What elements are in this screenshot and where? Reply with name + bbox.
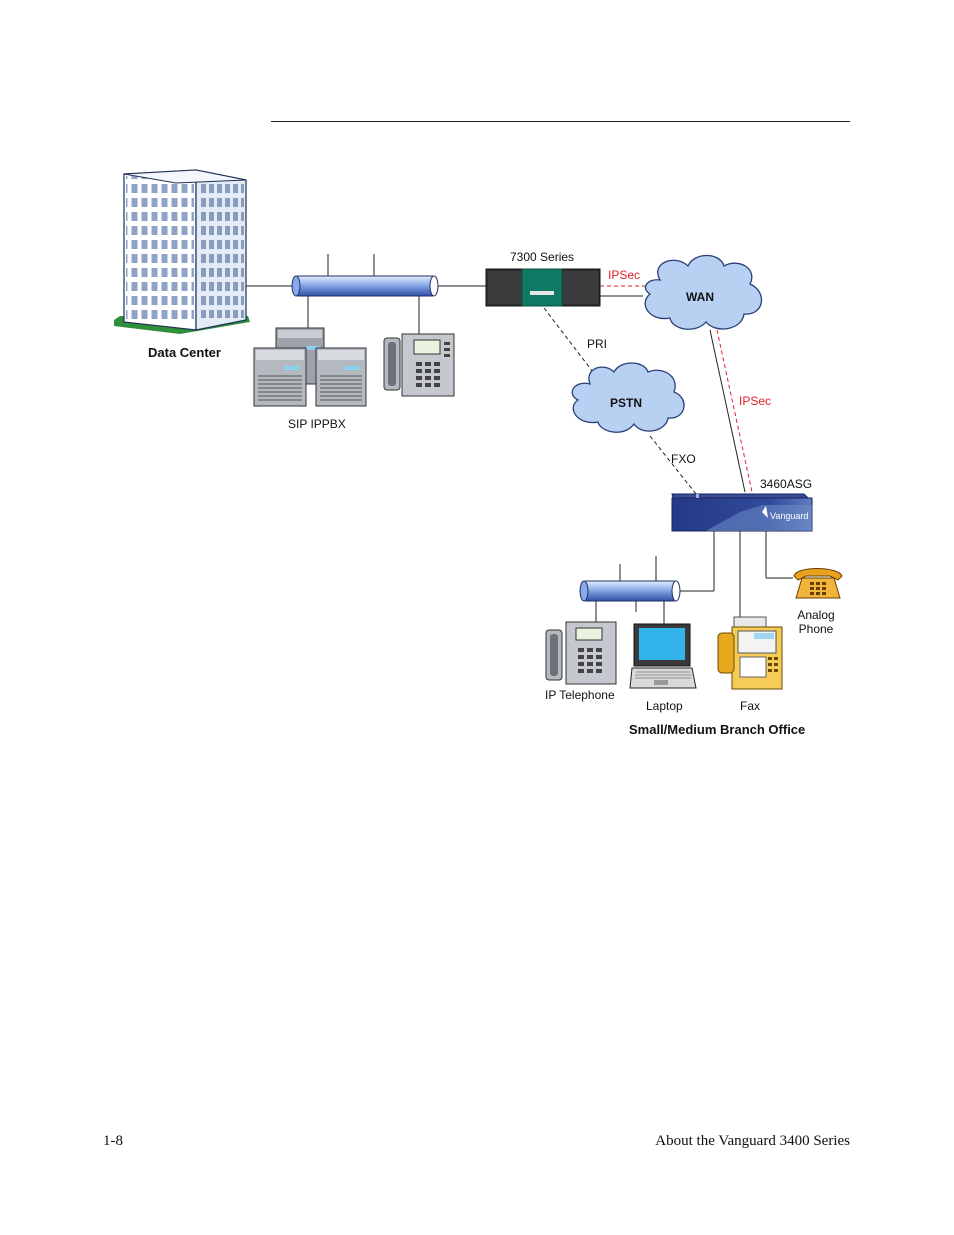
pstn-label: PSTN — [610, 396, 643, 410]
ipsec-tunnels — [600, 285, 753, 493]
footer-title: About the Vanguard 3400 Series — [655, 1133, 850, 1149]
fax-label: Fax — [740, 699, 761, 713]
header-rule — [271, 121, 850, 122]
dashed-links — [543, 307, 697, 495]
branch-lan-tube-icon — [579, 580, 681, 602]
analog-phone-label: Analog Phone — [790, 608, 842, 636]
sip-ippbx-servers-icon — [253, 327, 367, 407]
pri-label: PRI — [587, 337, 608, 351]
link-pstn-asg — [649, 435, 697, 495]
link-7300-pstn — [543, 307, 597, 377]
asg-3460-label: 3460ASG — [760, 477, 813, 491]
ipsec-right-label: IPSec — [739, 394, 772, 408]
links — [246, 254, 793, 625]
branch-office-label: Small/Medium Branch Office — [629, 722, 806, 737]
analog-phone-label-line2: Phone — [798, 622, 834, 636]
branch-ip-telephone-icon — [545, 621, 617, 685]
data-center-ip-phone-icon — [383, 333, 455, 397]
asg-3460-icon — [671, 493, 814, 532]
series-7300-label: 7300 Series — [510, 250, 575, 264]
fax-icon — [717, 616, 783, 690]
lan-backbone-tube-icon — [291, 275, 439, 297]
analog-phone-icon — [793, 568, 843, 599]
data-center-building-icon — [114, 169, 250, 334]
router-7300-icon — [485, 268, 601, 307]
analog-phone-label-line1: Analog — [797, 608, 835, 622]
wan-cloud-icon — [644, 254, 763, 330]
laptop-icon — [629, 623, 697, 689]
vanguard-logo-text: Vanguard — [770, 511, 809, 521]
sip-ippbx-label: SIP IPPBX — [288, 417, 346, 431]
ip-telephone-label: IP Telephone — [545, 688, 615, 702]
wan-label: WAN — [686, 290, 714, 304]
data-center-label: Data Center — [148, 345, 221, 360]
ipsec-top-label: IPSec — [608, 268, 641, 282]
link-wan-asg — [709, 329, 746, 493]
laptop-label: Laptop — [646, 699, 683, 713]
fxo-label: FXO — [671, 452, 696, 466]
pstn-cloud-icon — [571, 362, 685, 433]
page-number: 1-8 — [103, 1133, 123, 1149]
ipsec-tunnel-right — [716, 329, 753, 493]
